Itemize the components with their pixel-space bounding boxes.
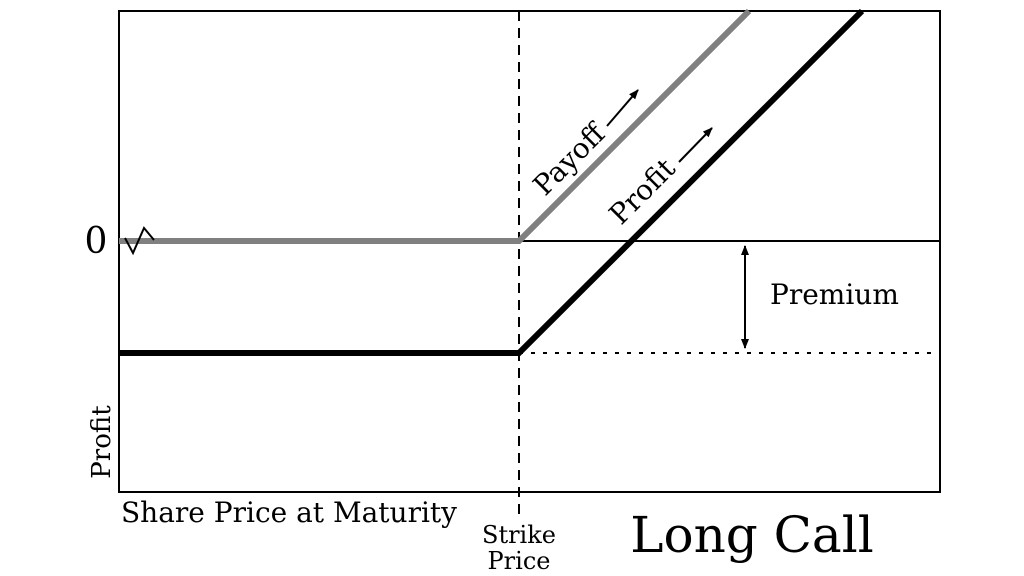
payoff-line [119, 8, 752, 244]
zero-label: 0 [85, 221, 108, 262]
strike-label-line2: Price [488, 547, 551, 575]
axis-break-mark [124, 226, 155, 256]
x-axis-label: Share Price at Maturity [121, 496, 457, 529]
chart-title: Long Call [630, 506, 873, 564]
profit-line [119, 8, 865, 356]
strike-label-line1: Strike [482, 521, 556, 549]
profit-label: Profit [603, 151, 683, 231]
y-axis-label: Profit [87, 405, 117, 479]
premium-label: Premium [770, 278, 899, 311]
profit-arrow [678, 127, 713, 163]
plot-frame [118, 10, 941, 493]
payoff-arrow [606, 89, 639, 127]
